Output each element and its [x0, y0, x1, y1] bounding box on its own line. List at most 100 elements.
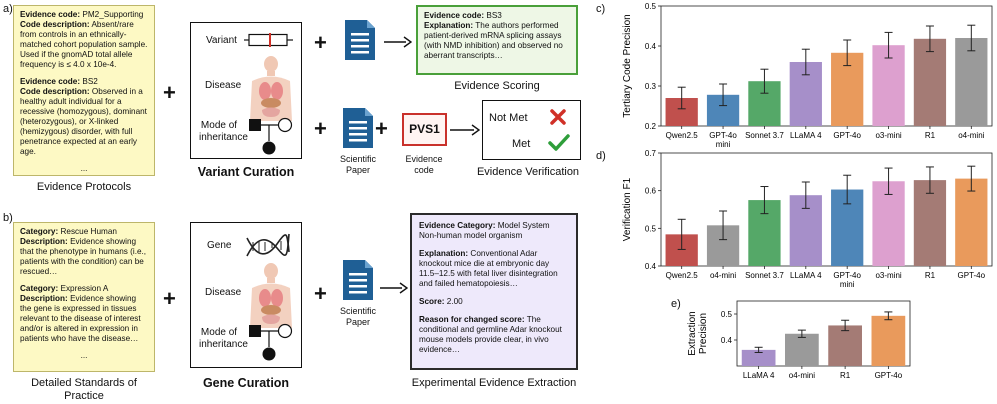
ellipsis: ...	[80, 351, 88, 360]
desc-value: Absent/rare from controls in an ethnical…	[20, 20, 148, 69]
bar	[913, 38, 947, 126]
y-axis-label: Verification F1	[622, 177, 633, 241]
x-tick-label: LLaMA 4	[790, 131, 822, 140]
description-value: Evidence showing that the phenotype in h…	[20, 237, 147, 276]
category-value: Expression A	[60, 284, 109, 293]
paper-icon	[343, 260, 373, 300]
category-value: Rescue Human	[60, 227, 117, 236]
ellipsis: ...	[80, 164, 88, 173]
bar	[871, 315, 906, 366]
code-label: Evidence code:	[20, 10, 81, 19]
x-tick-label: GPT-4o	[958, 271, 986, 280]
x-tick-label: o4-mini	[789, 371, 815, 380]
bar	[828, 325, 862, 366]
y-tick-label: 0.2	[645, 122, 657, 131]
bar	[872, 181, 905, 266]
chart-frame	[736, 300, 911, 367]
plus-icon: +	[314, 116, 327, 141]
description-label: Description:	[20, 294, 68, 303]
panel-label-b: b)	[3, 212, 13, 224]
evidence-code-caption: Evidence code	[405, 154, 443, 175]
score-label: Score:	[419, 297, 445, 306]
y-tick-label: 0.5	[645, 224, 657, 233]
x-tick-label: R1	[840, 371, 851, 380]
bar	[872, 45, 905, 127]
code-label: Evidence code:	[424, 11, 485, 20]
plus-icon: +	[314, 30, 327, 55]
plus-icon: +	[163, 80, 176, 105]
explanation-value: Conventional Adar knockout mice die at e…	[419, 249, 558, 288]
reason-label: Reason for changed score:	[419, 315, 525, 324]
x-tick-label: o3-mini	[875, 271, 901, 280]
x-tick-label: GPT-4o	[833, 131, 861, 140]
dna-icon	[246, 233, 290, 257]
evidence-scoring-box: Evidence code: BS3 Explanation: The auth…	[416, 5, 578, 75]
x-tick-label: Qwen2.5	[666, 271, 699, 280]
plus-icon: +	[163, 286, 176, 311]
y-axis-label: ExtractionPrecision	[687, 311, 709, 355]
y-tick-label: 0.4	[645, 42, 657, 51]
category-value: Model System Non-human model organism	[419, 221, 550, 240]
x-tick-label: o4-mini	[710, 271, 736, 280]
y-tick-label: 0.4	[721, 336, 733, 345]
desc-label: Code description:	[20, 87, 90, 96]
desc-value: Observed in a healthy adult individual f…	[20, 87, 147, 156]
arrow-icon	[384, 36, 412, 48]
disease-label: Disease	[205, 80, 242, 91]
chart-frame	[660, 152, 993, 267]
panel-label-c: c)	[596, 3, 606, 15]
plus-icon: +	[375, 116, 388, 141]
y-tick-label: 0.7	[645, 149, 657, 158]
description-value: Evidence showing the gene is expressed i…	[20, 294, 141, 343]
y-tick-label: 0.5	[721, 310, 733, 319]
experimental-evidence-box: Evidence Category: Model System Non-huma…	[410, 213, 578, 370]
description-label: Description:	[20, 237, 68, 246]
panel-label-a: a)	[3, 3, 13, 15]
evidence-protocols-note: Evidence code: PM2_Supporting Code descr…	[13, 5, 155, 176]
x-tick-label: o3-mini	[875, 131, 901, 140]
variant-label: Variant	[206, 35, 237, 46]
variant-bar-icon	[244, 33, 293, 47]
paper-icon	[345, 20, 375, 60]
pedigree-icon	[249, 323, 293, 361]
y-tick-label: 0.6	[645, 187, 657, 196]
y-tick-label: 0.5	[645, 2, 657, 11]
paper-caption: Scientific Paper	[339, 306, 376, 327]
cross-icon	[550, 109, 566, 125]
code-value: BS3	[486, 11, 502, 20]
evidence-scoring-caption: Evidence Scoring	[454, 80, 540, 92]
explanation-label: Explanation:	[424, 21, 474, 30]
bar	[955, 38, 988, 126]
x-tick-label: R1	[925, 271, 936, 280]
bar	[955, 178, 988, 266]
arrow-icon	[380, 282, 408, 294]
y-tick-label: 0.3	[645, 82, 657, 91]
y-axis-label: Tertiary Code Precision	[622, 14, 633, 117]
explanation-label: Explanation:	[419, 249, 469, 258]
mode-label: Mode of inheritance	[199, 327, 248, 350]
plus-icon: +	[314, 281, 327, 306]
reason-value: The conditional and germline Adar knocko…	[419, 315, 562, 354]
panel-label-d: d)	[596, 150, 606, 162]
met-label: Met	[512, 138, 531, 150]
score-value: 2.00	[446, 297, 463, 306]
code-value: BS2	[82, 77, 98, 86]
x-tick-label: Sonnet 3.7	[745, 271, 784, 280]
standards-caption: Detailed Standards of Practice	[31, 377, 137, 402]
evidence-verification-caption: Evidence Verification	[476, 166, 580, 178]
category-label: Category:	[20, 227, 59, 236]
experimental-evidence-caption: Experimental Evidence Extraction	[411, 377, 577, 389]
disease-label: Disease	[205, 287, 242, 298]
x-tick-label: Qwen2.5	[666, 131, 699, 140]
arrow-icon	[450, 124, 480, 136]
pedigree-icon	[249, 117, 293, 155]
variant-curation-caption: Variant Curation	[197, 165, 295, 179]
bar	[913, 180, 947, 266]
explanation-value: The authors performed patient-derived mR…	[424, 21, 563, 60]
standards-note: Category: Rescue Human Description: Evid…	[13, 222, 155, 372]
gene-label: Gene	[207, 240, 232, 251]
x-tick-label: o4-mini	[958, 131, 984, 140]
paper-caption: Scientific Paper	[339, 154, 376, 175]
